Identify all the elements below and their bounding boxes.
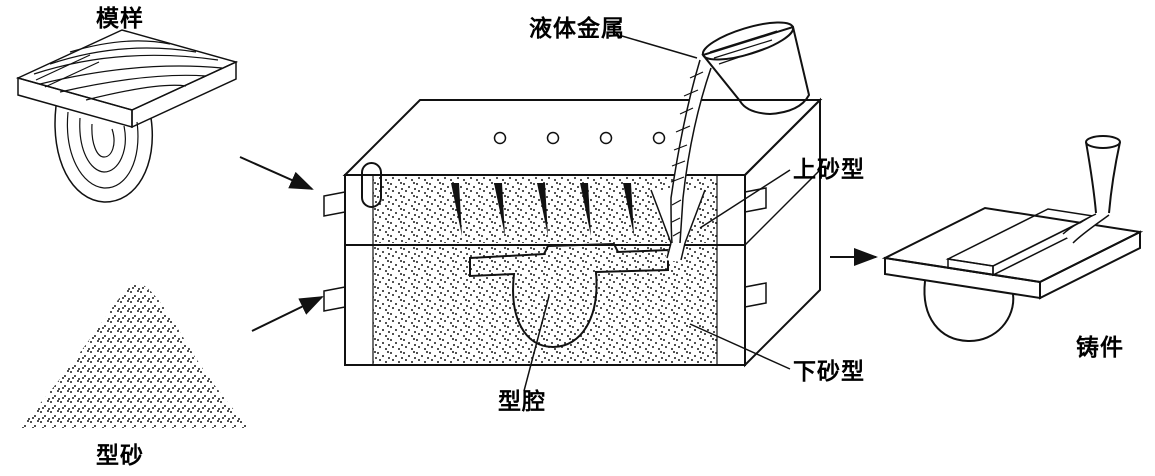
label-drag: 下砂型 [793,358,865,384]
label-pattern: 模样 [96,5,144,31]
process-arrows [239,156,878,332]
wood-grain-lines [33,40,223,101]
label-molding-sand: 型砂 [96,442,144,468]
casting-figure [881,135,1144,343]
labels: 模样 型砂 液体金属 上砂型 下砂型 型腔 铸件 [96,5,1124,468]
pattern-top-face [15,29,239,111]
arrow-pattern-to-mold [239,156,314,190]
parting-line-right [744,169,821,246]
label-casting: 铸件 [1076,334,1124,360]
cup-body [701,25,811,116]
cup-liquid-lines [709,30,778,65]
leader-cope [699,169,791,229]
label-cope: 上砂型 [793,156,865,182]
pouring-cup-figure [701,21,811,116]
pour-stream [670,59,712,244]
vent-holes [493,131,666,145]
casting-sprue [1062,135,1121,244]
leader-liquid-metal [621,35,698,59]
drag-sand [373,247,717,363]
pattern-boss [54,105,153,203]
casting-front-right-face [1039,230,1141,300]
flask-front-outline [344,174,746,366]
arrow-sand-to-mold [251,296,324,332]
pattern-front-left-face [17,77,133,128]
mold-flask-figure [323,59,823,368]
vent-spikes [451,183,634,236]
flask-right-face [744,97,821,368]
leader-cavity [523,295,550,392]
label-liquid-metal: 液体金属 [529,15,625,41]
sprue-channel [664,242,686,262]
leader-drag [689,323,791,370]
flask-lugs [323,187,767,312]
wood-pattern-figure [15,29,239,203]
pattern-boss-grain [66,111,139,189]
casting-front-left-face [884,256,1041,300]
sand-pile-figure [18,283,250,428]
stream-hatch [670,71,704,237]
mold-cavity [469,242,669,349]
leader-lines [523,35,791,392]
sand-pile [18,283,250,428]
casting-boss [923,280,1015,343]
pattern-front-right-face [131,60,237,129]
flask-top-face [342,99,823,176]
casting-rib [945,208,1096,277]
flask-slot [361,162,382,208]
label-cavity: 型腔 [498,388,546,414]
